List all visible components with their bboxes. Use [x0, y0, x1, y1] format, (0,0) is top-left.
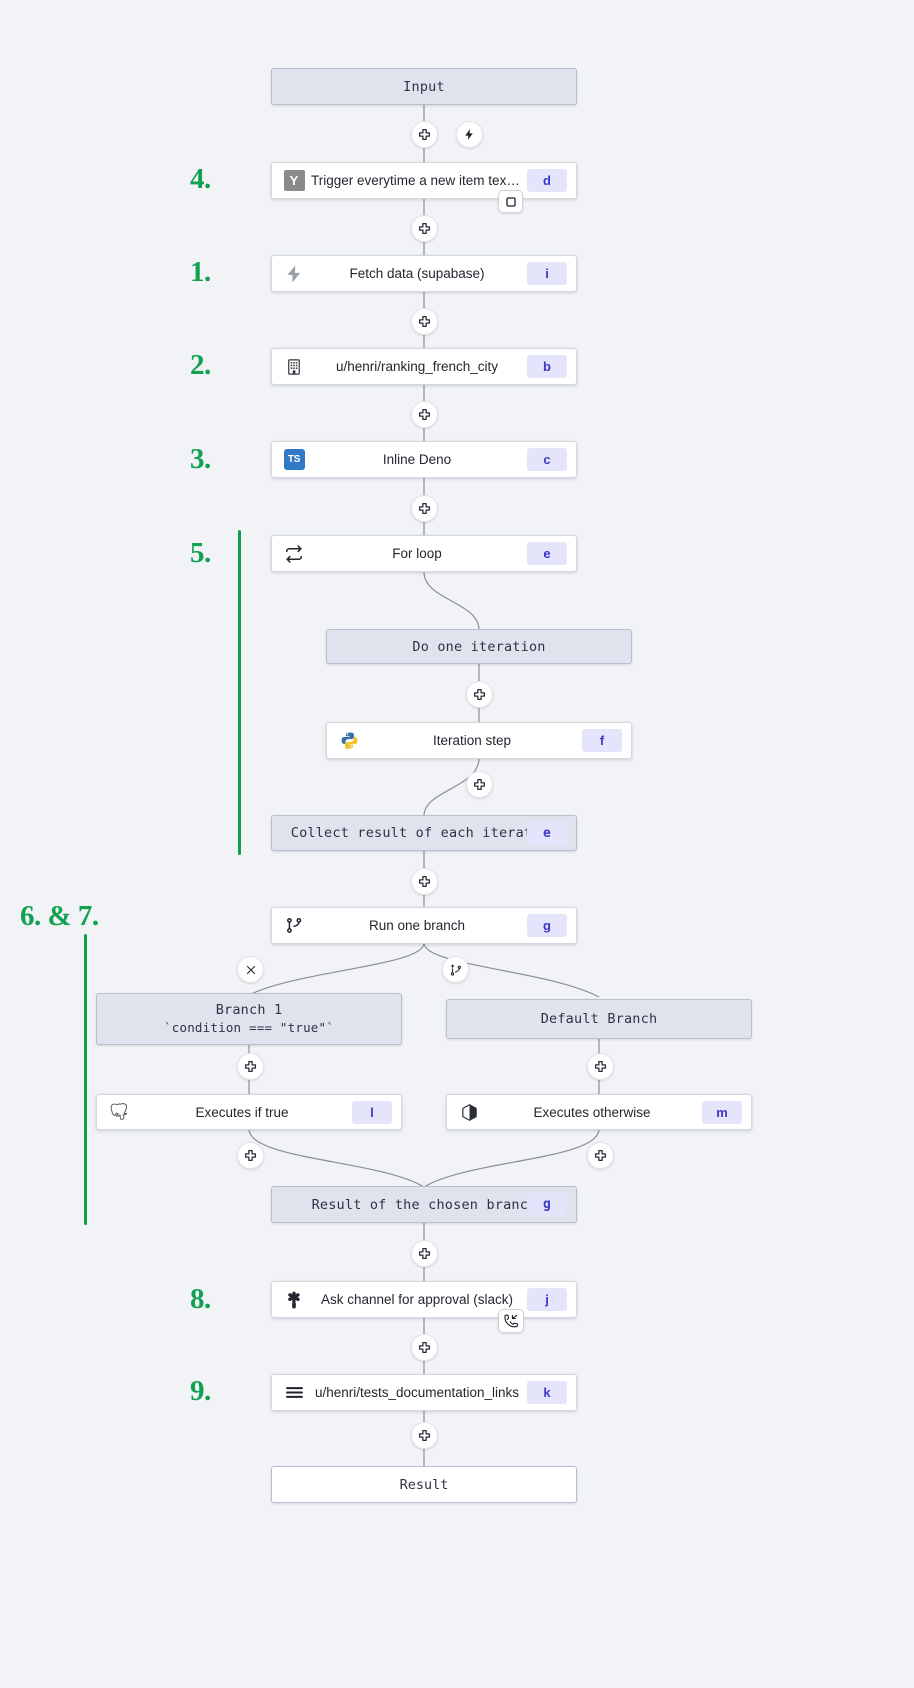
- lightning-bolt-button[interactable]: [456, 121, 483, 148]
- annotation-9: 9.: [190, 1375, 211, 1407]
- add-step-button-9[interactable]: [411, 1422, 438, 1449]
- add-step-button-4[interactable]: [411, 401, 438, 428]
- close-branch-button[interactable]: [237, 956, 264, 983]
- step-inline-deno[interactable]: TS Inline Deno c: [271, 441, 577, 478]
- step-run-one-branch-badge: g: [527, 914, 567, 937]
- step-executes-otherwise[interactable]: Executes otherwise m: [446, 1094, 752, 1130]
- step-fetch-data-badge: i: [527, 262, 567, 285]
- list-lines-icon: [281, 1380, 307, 1406]
- step-for-loop[interactable]: For loop e: [271, 535, 577, 572]
- do-one-iteration-node[interactable]: Do one iteration: [326, 629, 632, 664]
- branch-1-label: Branch 1: [215, 1002, 283, 1019]
- branch-1-node[interactable]: Branch 1 `condition === "true"`: [96, 993, 402, 1045]
- add-step-button-loop-1[interactable]: [466, 681, 493, 708]
- step-inline-deno-badge: c: [527, 448, 567, 471]
- step-ranking-french-city-badge: b: [527, 355, 567, 378]
- loop-arrows-icon: [281, 541, 307, 567]
- result-chosen-branch-label: Result of the chosen branch: [311, 1196, 537, 1213]
- step-run-one-branch[interactable]: Run one branch g: [271, 907, 577, 944]
- python-icon: [336, 728, 362, 754]
- branch-icon: [281, 913, 307, 939]
- building-icon: [281, 354, 307, 380]
- supabase-bolt-icon: [281, 261, 307, 287]
- collect-result-badge: e: [527, 821, 567, 845]
- gear-icon: [281, 1287, 307, 1313]
- step-for-loop-label: For loop: [392, 546, 442, 561]
- step-executes-otherwise-label: Executes otherwise: [533, 1104, 651, 1120]
- step-tests-documentation-links-label: u/henri/tests_documentation_links: [314, 1385, 520, 1400]
- step-ask-approval-label: Ask channel for approval (slack): [320, 1292, 514, 1307]
- step-tests-documentation-links[interactable]: u/henri/tests_documentation_links k: [271, 1374, 577, 1411]
- postgres-icon: [106, 1099, 132, 1125]
- step-executes-if-true-badge: l: [352, 1100, 392, 1124]
- step-ask-approval-badge: j: [527, 1288, 567, 1311]
- annotation-5: 5.: [190, 537, 211, 569]
- step-iteration-step-label: Iteration step: [432, 733, 512, 748]
- add-step-button-after-true[interactable]: [237, 1142, 264, 1169]
- loop-scope-bar: [238, 530, 241, 855]
- step-ranking-french-city-label: u/henri/ranking_french_city: [335, 359, 499, 374]
- square-button[interactable]: [498, 190, 523, 213]
- annotation-1: 1.: [190, 256, 211, 288]
- step-for-loop-badge: e: [527, 542, 567, 565]
- input-label: Input: [403, 78, 445, 95]
- step-fetch-data[interactable]: Fetch data (supabase) i: [271, 255, 577, 292]
- step-iteration-step-badge: f: [582, 729, 622, 752]
- do-one-iteration-label: Do one iteration: [412, 638, 546, 655]
- add-step-button-3[interactable]: [411, 308, 438, 335]
- add-step-button-loop-2[interactable]: [466, 771, 493, 798]
- add-step-button-7[interactable]: [411, 1240, 438, 1267]
- add-step-button-8[interactable]: [411, 1334, 438, 1361]
- step-inline-deno-label: Inline Deno: [382, 452, 452, 467]
- phone-incoming-button[interactable]: [498, 1309, 524, 1333]
- annotation-8: 8.: [190, 1283, 211, 1315]
- result-chosen-branch-badge: g: [527, 1193, 567, 1216]
- step-executes-otherwise-badge: m: [702, 1100, 742, 1124]
- yaml-square-icon: Y: [281, 168, 307, 194]
- docker-icon: [456, 1099, 482, 1125]
- step-executes-if-true-label: Executes if true: [195, 1104, 289, 1120]
- step-run-one-branch-label: Run one branch: [368, 918, 466, 933]
- step-ask-approval[interactable]: Ask channel for approval (slack) j: [271, 1281, 577, 1318]
- add-step-button-5[interactable]: [411, 495, 438, 522]
- step-ranking-french-city[interactable]: u/henri/ranking_french_city b: [271, 348, 577, 385]
- add-step-button-branch-default[interactable]: [587, 1053, 614, 1080]
- default-branch-node[interactable]: Default Branch: [446, 999, 752, 1039]
- add-step-button-after-default[interactable]: [587, 1142, 614, 1169]
- branch-scope-bar: [84, 934, 87, 1225]
- collect-result-node[interactable]: Collect result of each iteration e: [271, 815, 577, 851]
- step-fetch-data-label: Fetch data (supabase): [349, 266, 485, 281]
- collect-result-label: Collect result of each iteration: [290, 825, 558, 841]
- annotation-3: 3.: [190, 443, 211, 475]
- step-iteration-step[interactable]: Iteration step f: [326, 722, 632, 759]
- input-node[interactable]: Input: [271, 68, 577, 105]
- annotation-6-and-7: 6. & 7.: [20, 900, 99, 932]
- add-branch-button[interactable]: [442, 956, 469, 983]
- annotation-4: 4.: [190, 163, 211, 195]
- branch-1-condition: `condition === "true"`: [164, 1019, 334, 1035]
- result-chosen-branch-node[interactable]: Result of the chosen branch g: [271, 1186, 577, 1223]
- step-trigger-label: Trigger everytime a new item text o…: [311, 173, 527, 188]
- result-node[interactable]: Result: [271, 1466, 577, 1503]
- step-tests-documentation-links-badge: k: [527, 1381, 567, 1404]
- annotation-2: 2.: [190, 349, 211, 381]
- add-step-button-2[interactable]: [411, 215, 438, 242]
- typescript-icon: TS: [281, 447, 307, 473]
- add-step-button-branch-true[interactable]: [237, 1053, 264, 1080]
- step-trigger-badge: d: [527, 169, 567, 192]
- add-step-button-6[interactable]: [411, 868, 438, 895]
- add-step-button-1[interactable]: [411, 121, 438, 148]
- step-trigger[interactable]: Y Trigger everytime a new item text o… d: [271, 162, 577, 199]
- step-executes-if-true[interactable]: Executes if true l: [96, 1094, 402, 1130]
- default-branch-label: Default Branch: [540, 1011, 658, 1027]
- result-label: Result: [399, 1476, 449, 1493]
